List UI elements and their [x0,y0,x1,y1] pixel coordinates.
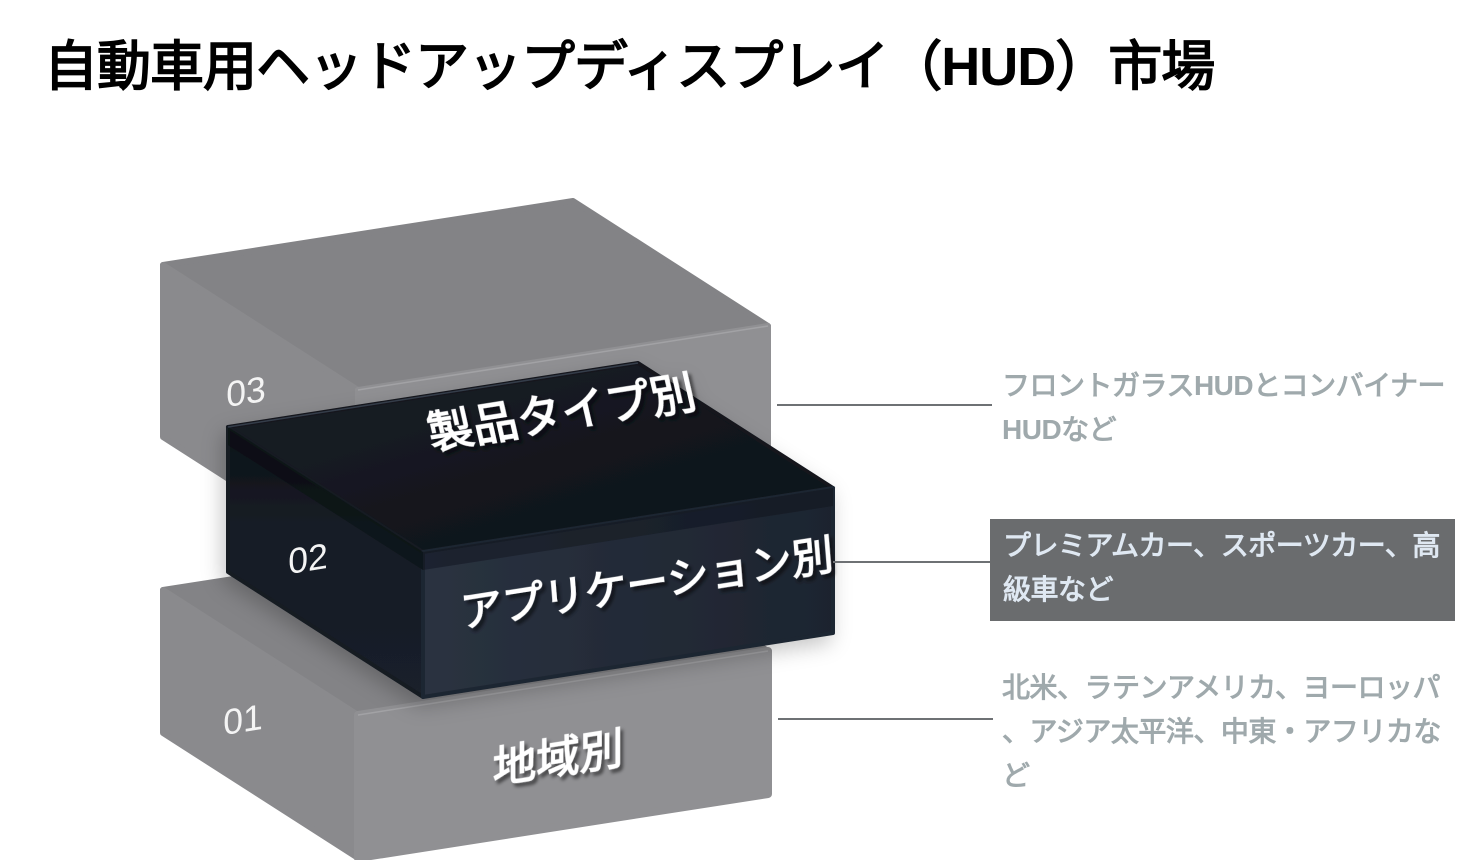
annotation-application-highlighted: プレミアムカー、スポーツカー、高級車など [990,519,1455,621]
annotation-product-type: フロントガラスHUDとコンバイナーHUDなど [1002,370,1446,445]
page-title: 自動車用ヘッドアップディスプレイ（HUD）市場 [44,37,1215,97]
layer-03-number: 03 [226,368,266,415]
annotation-region: 北米、ラテンアメリカ、ヨーロッパ、アジア太平洋、中東・アフリカなど [1002,672,1441,791]
layer-02-front-top-shade [423,488,833,570]
layer-02-box: 02 製品タイプ別 アプリケーション別 [226,361,835,699]
layer-01-front-edge [357,650,769,716]
layer-02-number: 02 [288,535,328,582]
layer-01-number: 01 [223,696,263,743]
layer-02-edge-shade [228,427,423,570]
layer-02-top-edge [227,362,639,428]
layer-03-front-edge [357,325,769,391]
